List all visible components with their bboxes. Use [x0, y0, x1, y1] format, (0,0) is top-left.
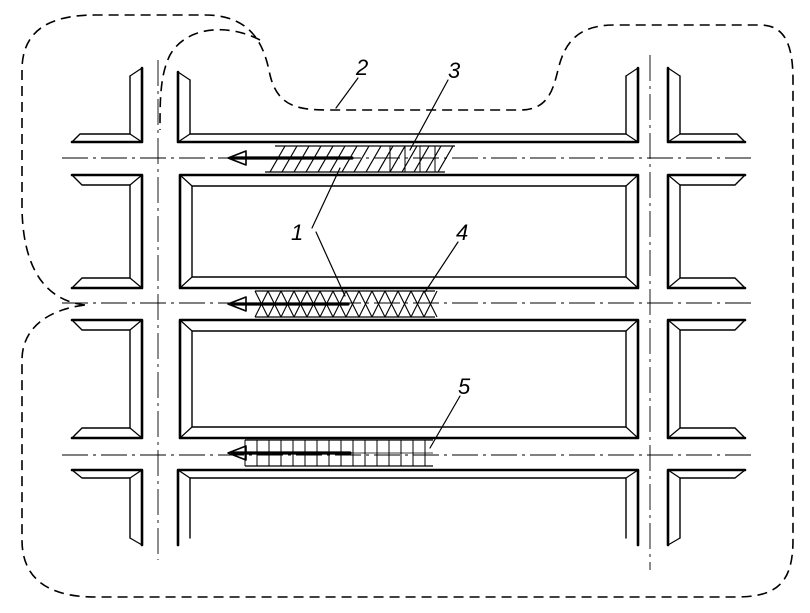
movement-arrows	[227, 150, 354, 461]
leader-3	[409, 79, 449, 151]
hatch-line	[377, 145, 394, 173]
right-block-bottom	[666, 468, 747, 547]
hatch-line	[345, 290, 360, 318]
arrow-middle-road	[227, 296, 350, 312]
dashed-boundary-upper	[21, 14, 794, 598]
label-5: 5	[458, 374, 471, 399]
hatch-line	[425, 145, 442, 173]
leader-1b	[315, 231, 346, 297]
left-block-lower	[70, 318, 144, 440]
arrow-bottom-road	[227, 445, 352, 461]
callout-labels: 1 2 3 4 5	[291, 55, 471, 399]
left-block-bottom	[70, 468, 144, 547]
leader-5	[429, 395, 461, 449]
zone-4-cross-hatch	[254, 290, 438, 318]
road-centerlines	[62, 55, 752, 570]
left-block-upper	[70, 173, 144, 290]
hatch-line	[358, 290, 373, 318]
block-top-strip	[176, 66, 640, 144]
hatch-line	[413, 145, 430, 173]
central-blocks	[176, 66, 640, 547]
block-center-upper	[178, 173, 640, 290]
hatch-line	[423, 290, 438, 318]
block-center-lower	[178, 318, 640, 440]
hatch-line	[397, 290, 412, 318]
hatch-line	[437, 145, 454, 173]
hatch-line	[371, 290, 386, 318]
leader-lines	[311, 77, 461, 449]
left-block-top	[70, 66, 144, 144]
right-blocks	[666, 66, 747, 547]
label-3: 3	[448, 58, 461, 83]
leader-2	[335, 77, 359, 109]
label-1: 1	[291, 220, 303, 245]
block-bottom-strip	[176, 468, 640, 547]
hatch-line	[410, 290, 425, 318]
hatch-line	[353, 145, 370, 173]
left-blocks	[70, 66, 144, 547]
dashed-boundary-inner-arc	[159, 28, 261, 131]
arrow-top-road	[227, 150, 354, 166]
label-2: 2	[355, 55, 368, 80]
hatch-line	[365, 145, 382, 173]
leader-4	[424, 241, 459, 293]
hatch-line	[384, 290, 399, 318]
right-block-top	[666, 66, 747, 144]
hatch-line	[389, 145, 406, 173]
label-4: 4	[456, 220, 468, 245]
right-block-lower	[666, 318, 747, 440]
right-block-upper	[666, 173, 747, 290]
boundary-outlines	[21, 14, 794, 598]
leader-1a	[311, 167, 341, 229]
